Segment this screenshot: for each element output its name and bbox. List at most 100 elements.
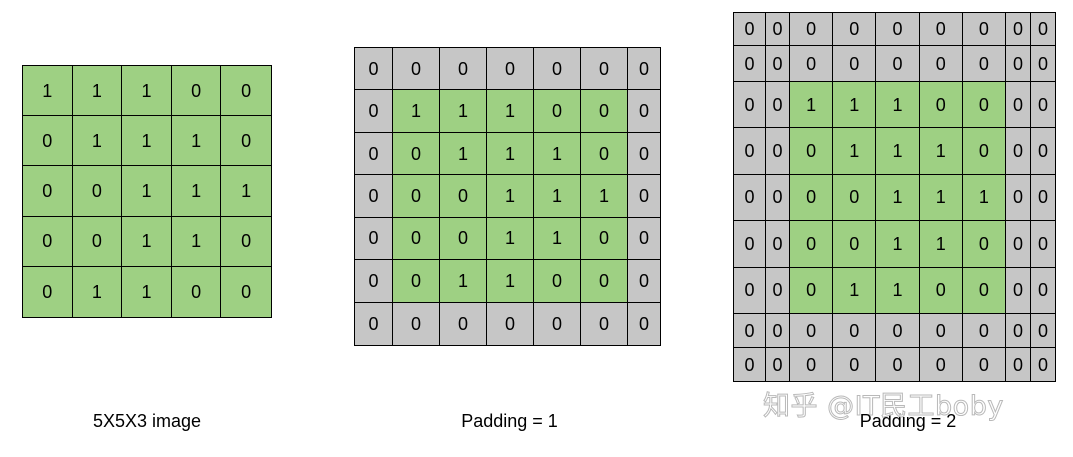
padding-cell: 0 bbox=[581, 302, 628, 345]
padding-cell: 0 bbox=[1031, 314, 1055, 348]
padding-cell: 0 bbox=[766, 267, 790, 314]
padding-cell: 0 bbox=[919, 46, 963, 82]
image-cell: 1 bbox=[440, 90, 487, 133]
image-cell: 1 bbox=[23, 66, 73, 117]
image-cell: 0 bbox=[919, 267, 963, 314]
image-cell: 1 bbox=[919, 174, 963, 222]
padding-cell: 0 bbox=[790, 314, 834, 348]
image-cell: 0 bbox=[581, 132, 628, 176]
image-cell: 1 bbox=[72, 116, 123, 167]
padding-cell: 0 bbox=[628, 302, 660, 345]
padding-cell: 0 bbox=[355, 48, 393, 91]
padding-cell: 0 bbox=[1031, 348, 1055, 381]
image-cell: 0 bbox=[962, 221, 1006, 268]
padding-cell: 0 bbox=[734, 82, 766, 129]
padding-cell: 0 bbox=[734, 174, 766, 222]
image-cell: 0 bbox=[221, 266, 271, 317]
image-cell: 0 bbox=[221, 116, 271, 167]
image-cell: 1 bbox=[171, 116, 222, 167]
padding-cell: 0 bbox=[766, 174, 790, 222]
padding-cell: 0 bbox=[766, 13, 790, 46]
image-cell: 0 bbox=[221, 216, 271, 267]
padding-cell: 0 bbox=[487, 302, 534, 345]
padding-cell: 0 bbox=[1031, 267, 1055, 314]
watermark: 知乎 @IT民工boby bbox=[763, 391, 1004, 423]
padding-cell: 0 bbox=[355, 90, 393, 133]
padding-cell: 0 bbox=[962, 46, 1006, 82]
padding-2-caption: Padding = 2 bbox=[859, 411, 957, 431]
image-cell: 1 bbox=[440, 260, 487, 303]
image-cell: 0 bbox=[440, 175, 487, 218]
image-cell: 1 bbox=[534, 217, 581, 261]
image-cell: 1 bbox=[876, 221, 920, 268]
image-cell: 0 bbox=[23, 266, 73, 317]
image-cell: 0 bbox=[962, 82, 1006, 129]
image-cell: 1 bbox=[833, 267, 877, 314]
padding-cell: 0 bbox=[1031, 128, 1055, 175]
padding-cell: 0 bbox=[766, 348, 790, 381]
image-cell: 1 bbox=[122, 216, 172, 267]
padding-cell: 0 bbox=[1031, 221, 1055, 268]
image-cell: 1 bbox=[833, 82, 877, 129]
image-cell: 0 bbox=[393, 132, 440, 176]
padding-cell: 0 bbox=[876, 348, 920, 381]
image-cell: 1 bbox=[171, 216, 222, 267]
padding-cell: 0 bbox=[790, 13, 834, 46]
padding-cell: 0 bbox=[355, 260, 393, 303]
padding-cell: 0 bbox=[734, 46, 766, 82]
padding-cell: 0 bbox=[440, 302, 487, 345]
image-cell: 0 bbox=[171, 66, 222, 117]
image-cell: 0 bbox=[171, 266, 222, 317]
padding-cell: 0 bbox=[734, 13, 766, 46]
padding-cell: 0 bbox=[1006, 267, 1031, 314]
image-cell: 0 bbox=[581, 260, 628, 303]
image-cell: 1 bbox=[122, 66, 172, 117]
image-cell: 1 bbox=[487, 217, 534, 261]
padding-cell: 0 bbox=[1006, 46, 1031, 82]
image-cell: 0 bbox=[72, 166, 123, 217]
input-image-caption: 5X5X3 image bbox=[92, 411, 202, 431]
padding-cell: 0 bbox=[1006, 82, 1031, 129]
image-cell: 1 bbox=[876, 267, 920, 314]
padding-cell: 0 bbox=[766, 82, 790, 129]
padding-cell: 0 bbox=[355, 175, 393, 218]
image-cell: 0 bbox=[790, 174, 834, 222]
padding-cell: 0 bbox=[734, 314, 766, 348]
image-cell: 0 bbox=[581, 217, 628, 261]
padding-cell: 0 bbox=[1031, 13, 1055, 46]
image-cell: 0 bbox=[534, 260, 581, 303]
padding-cell: 0 bbox=[734, 128, 766, 175]
image-cell: 1 bbox=[171, 166, 222, 217]
padding-cell: 0 bbox=[919, 348, 963, 381]
padding-cell: 0 bbox=[766, 128, 790, 175]
image-cell: 0 bbox=[833, 221, 877, 268]
padding-cell: 0 bbox=[833, 314, 877, 348]
image-cell: 0 bbox=[790, 221, 834, 268]
image-cell: 0 bbox=[440, 217, 487, 261]
image-cell: 1 bbox=[440, 132, 487, 176]
image-cell: 1 bbox=[122, 266, 172, 317]
image-cell: 0 bbox=[23, 116, 73, 167]
padding-cell: 0 bbox=[628, 132, 660, 176]
padding-cell: 0 bbox=[876, 314, 920, 348]
image-cell: 1 bbox=[122, 116, 172, 167]
padding-1-caption: Padding = 1 bbox=[461, 411, 558, 431]
image-cell: 1 bbox=[487, 175, 534, 218]
padding-cell: 0 bbox=[1031, 82, 1055, 129]
padding-cell: 0 bbox=[355, 302, 393, 345]
image-cell: 1 bbox=[393, 90, 440, 133]
image-cell: 1 bbox=[876, 82, 920, 129]
padding-cell: 0 bbox=[628, 90, 660, 133]
padding-cell: 0 bbox=[962, 13, 1006, 46]
image-cell: 1 bbox=[487, 132, 534, 176]
image-cell: 1 bbox=[962, 174, 1006, 222]
image-cell: 1 bbox=[72, 66, 123, 117]
image-cell: 1 bbox=[221, 166, 271, 217]
padding-cell: 0 bbox=[1006, 13, 1031, 46]
padding-cell: 0 bbox=[355, 132, 393, 176]
image-cell: 0 bbox=[962, 267, 1006, 314]
padding-cell: 0 bbox=[628, 217, 660, 261]
image-cell: 1 bbox=[72, 266, 123, 317]
image-cell: 1 bbox=[534, 132, 581, 176]
